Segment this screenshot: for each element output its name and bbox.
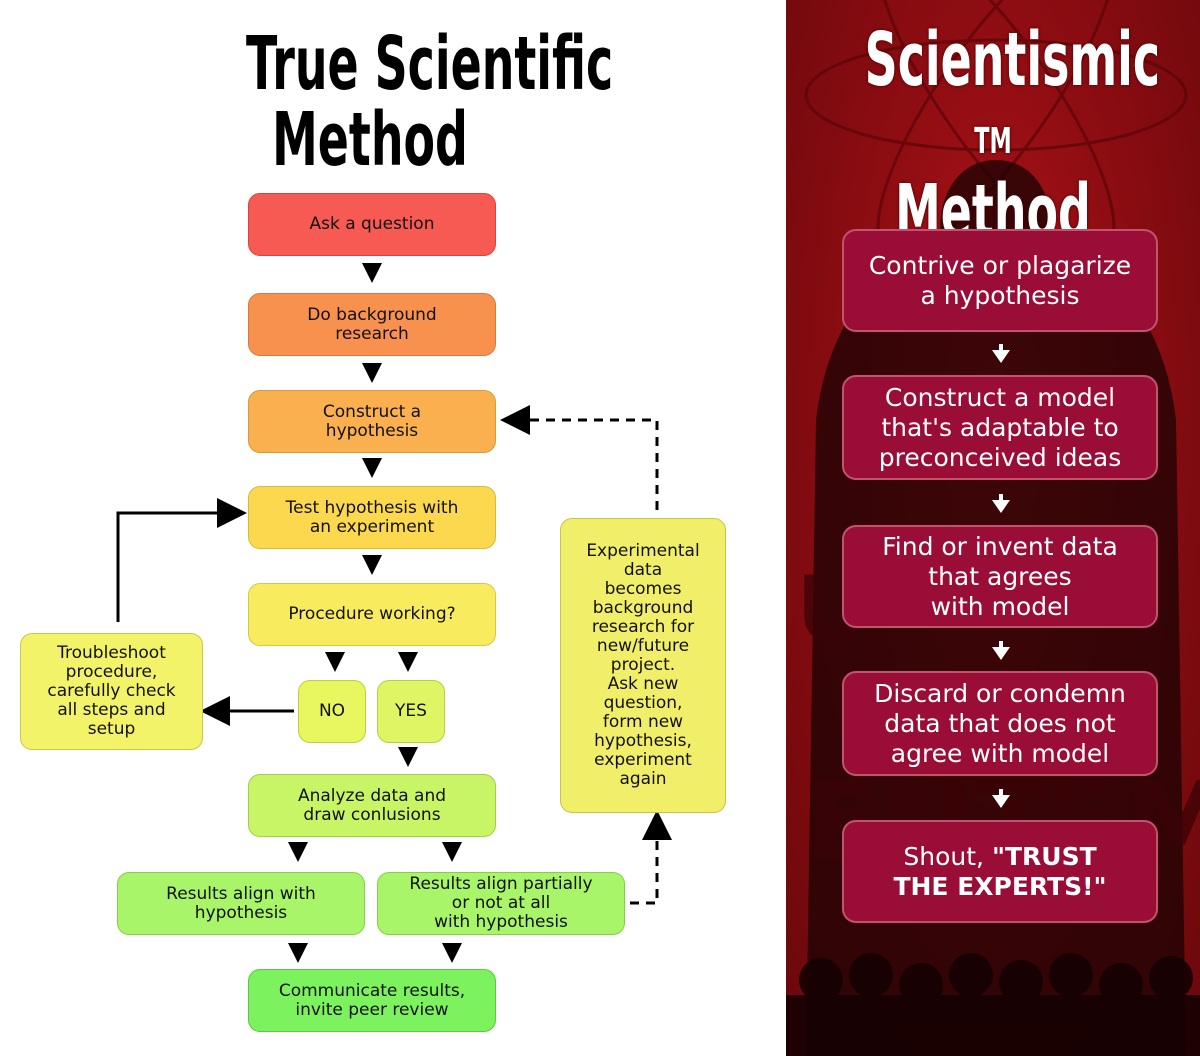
arrow-4 xyxy=(992,789,1010,808)
step-communicate-results: Communicate results, invite peer review xyxy=(248,969,496,1032)
answer-no: NO xyxy=(298,680,366,743)
step-troubleshoot-label: Troubleshoot procedure, carefully check … xyxy=(47,643,176,739)
step-results-partial: Results align partially or not at all wi… xyxy=(377,872,625,935)
down-arrows xyxy=(288,263,462,963)
step-communicate-results-label: Communicate results, invite peer review xyxy=(278,980,466,1020)
step-ask-question-label: Ask a question xyxy=(309,214,435,234)
right-title-line1: Scientismic xyxy=(864,17,1161,103)
arrow-2 xyxy=(992,494,1010,513)
step-results-align-label: Results align with hypothesis xyxy=(166,883,316,923)
scientismic-step-3: Find or invent data that agrees with mod… xyxy=(842,525,1158,628)
step-construct-hypothesis-label: Construct a hypothesis xyxy=(322,401,422,441)
troubleshoot-to-test-arrow xyxy=(116,498,247,622)
step-analyze-data: Analyze data and draw conlusions xyxy=(248,774,496,837)
step-background-research: Do background research xyxy=(248,293,496,356)
true-method-panel: True Scientific Method xyxy=(20,26,726,1032)
left-title-line2: Method xyxy=(272,97,468,183)
scientismic-step-1-label: Contrive or plagarize a hypothesis xyxy=(868,250,1132,310)
arrow-3 xyxy=(992,641,1010,660)
scientismic-step-5-label: Shout, "TRUST THE EXPERTS!" xyxy=(893,842,1106,902)
trademark-symbol: TM xyxy=(974,121,1012,162)
step-analyze-data-label: Analyze data and draw conlusions xyxy=(297,785,447,825)
answer-yes: YES xyxy=(377,680,445,743)
step-procedure-working-label: Procedure working? xyxy=(288,604,456,624)
step-test-hypothesis-label: Test hypothesis with an experiment xyxy=(285,497,459,537)
scientismic-step-1: Contrive or plagarize a hypothesis xyxy=(842,229,1158,332)
step-ask-question: Ask a question xyxy=(248,193,496,256)
step-experimental-data: Experimental data becomes background res… xyxy=(560,518,726,813)
step-background-research-label: Do background research xyxy=(307,304,437,344)
scientismic-step-2-label: Construct a model that's adaptable to pr… xyxy=(878,382,1122,472)
flow-arrows xyxy=(116,263,672,963)
step-test-hypothesis: Test hypothesis with an experiment xyxy=(248,486,496,549)
scientismic-step-4-label: Discard or condemn data that does not ag… xyxy=(874,678,1126,768)
step-results-partial-label: Results align partially or not at all wi… xyxy=(409,874,593,932)
answer-yes-label: YES xyxy=(395,701,427,721)
scientismic-step-2: Construct a model that's adaptable to pr… xyxy=(842,375,1158,480)
shout-prefix: Shout, xyxy=(903,841,992,871)
arrow-1 xyxy=(992,344,1010,363)
step-construct-hypothesis: Construct a hypothesis xyxy=(248,390,496,453)
step-troubleshoot: Troubleshoot procedure, carefully check … xyxy=(20,633,203,750)
partial-to-experimental-arrow xyxy=(630,810,672,905)
experimental-to-hypothesis-arrow xyxy=(500,405,659,510)
answer-no-label: NO xyxy=(318,701,346,721)
step-procedure-working: Procedure working? xyxy=(248,583,496,646)
step-results-align: Results align with hypothesis xyxy=(117,872,365,935)
trust-the-experts: "TRUST THE EXPERTS!" xyxy=(893,841,1107,901)
scientismic-step-3-label: Find or invent data that agrees with mod… xyxy=(882,531,1118,621)
scientismic-step-5: Shout, "TRUST THE EXPERTS!" xyxy=(842,820,1158,923)
scientismic-step-4: Discard or condemn data that does not ag… xyxy=(842,671,1158,776)
step-experimental-data-label: Experimental data becomes background res… xyxy=(586,541,700,789)
